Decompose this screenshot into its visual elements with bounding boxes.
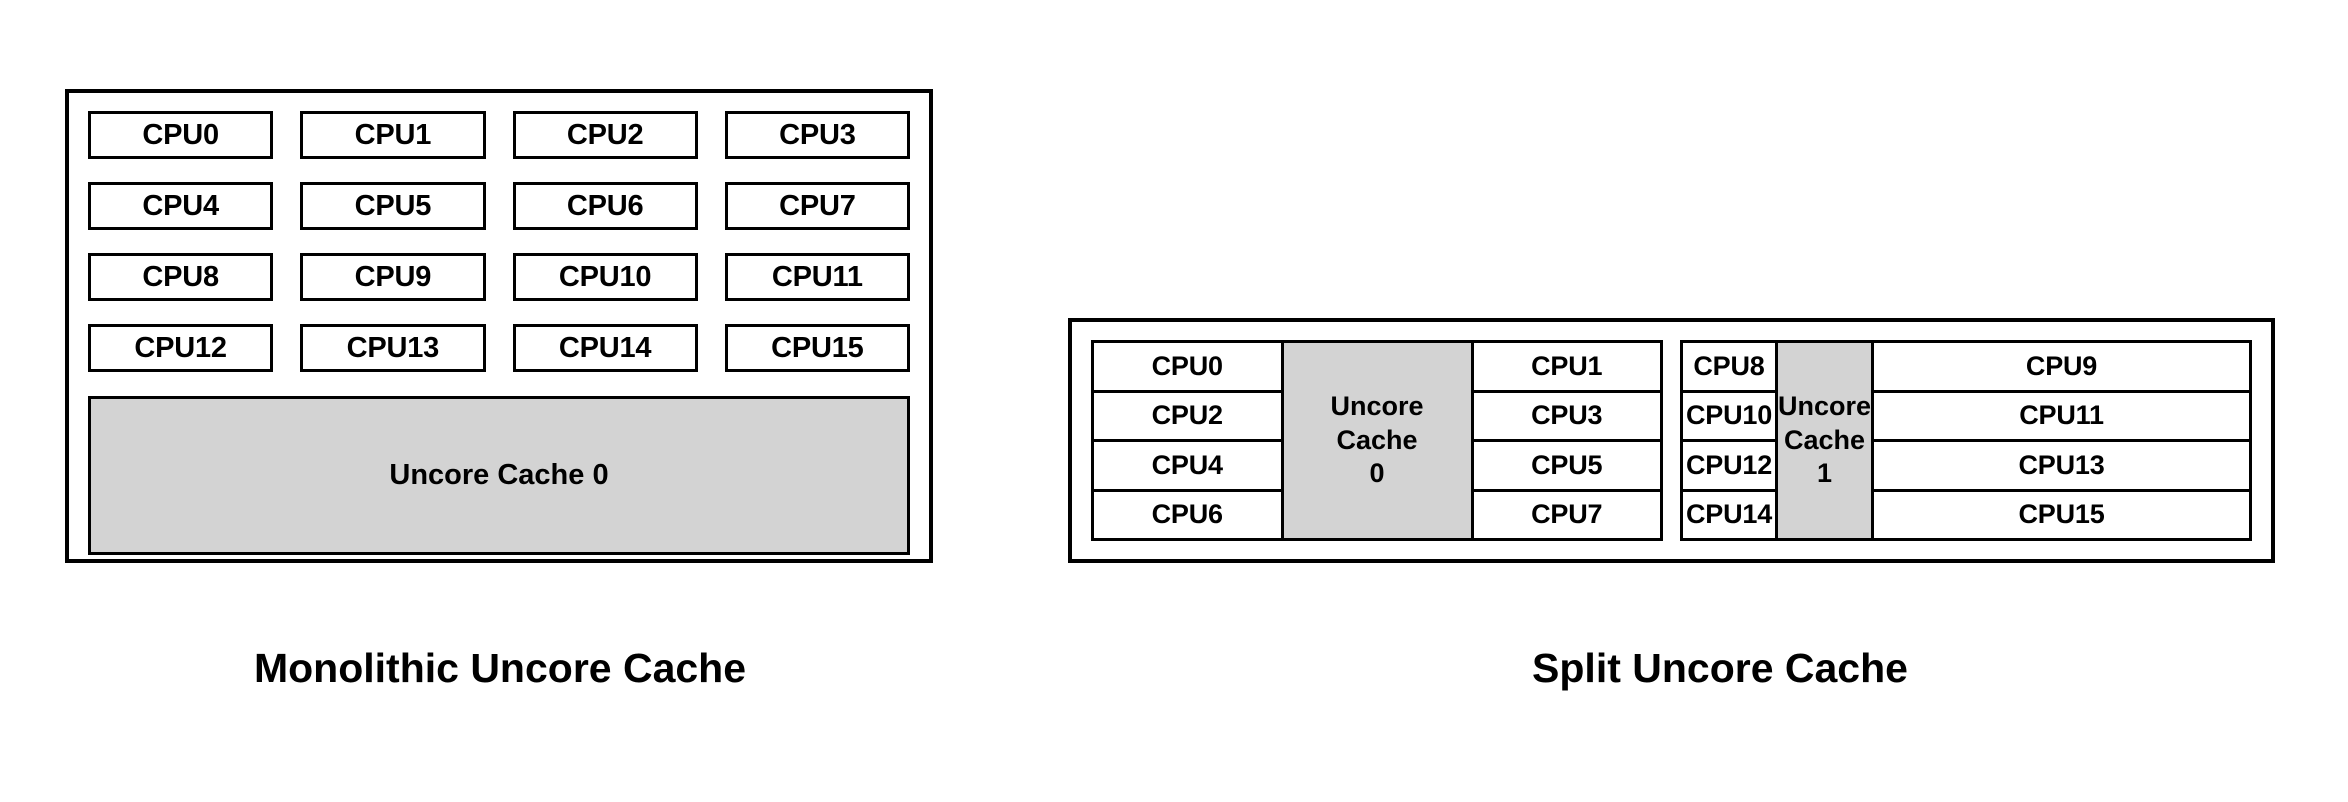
uncore-cache-label-line: Cache bbox=[1336, 424, 1418, 455]
uncore-cache-box: Uncore Cache 1 bbox=[1775, 343, 1875, 538]
cpu-box: CPU15 bbox=[724, 324, 910, 372]
monolithic-uncore-cache-diagram: CPU0 CPU1 CPU2 CPU3 CPU4 CPU5 CPU6 CPU7 … bbox=[65, 89, 933, 563]
cpu-box: CPU7 bbox=[1473, 491, 1660, 538]
uncore-cache-label-line: Uncore bbox=[1778, 391, 1872, 422]
uncore-cache-label-line: Cache bbox=[1783, 424, 1866, 455]
cpu-box: CPU2 bbox=[1094, 392, 1281, 442]
uncore-cache-box: Uncore Cache 0 bbox=[88, 396, 910, 555]
cpu-box: CPU10 bbox=[512, 253, 698, 301]
cpu-box: CPU0 bbox=[88, 111, 274, 159]
cpu-box: CPU11 bbox=[724, 253, 910, 301]
cpu-box: CPU12 bbox=[88, 324, 274, 372]
cpu-box: CPU6 bbox=[512, 182, 698, 230]
cpu-box: CPU15 bbox=[1874, 491, 2249, 538]
cpu-box: CPU5 bbox=[300, 182, 486, 230]
cpu-box: CPU3 bbox=[724, 111, 910, 159]
cpu-box: CPU3 bbox=[1473, 392, 1660, 442]
cpu-box: CPU0 bbox=[1094, 343, 1281, 393]
uncore-cache-label-line: Uncore bbox=[1330, 391, 1424, 422]
cpu-box: CPU10 bbox=[1683, 392, 1775, 442]
cpu-box: CPU6 bbox=[1094, 491, 1281, 538]
cpu-box: CPU5 bbox=[1473, 442, 1660, 492]
split-uncore-cache-diagram: CPU0 CPU2 CPU4 CPU6 Uncore Cache 0 CPU1 … bbox=[1068, 318, 2275, 563]
cluster-right-cpu-column: CPU1 CPU3 CPU5 CPU7 bbox=[1473, 343, 1660, 538]
cpu-box: CPU12 bbox=[1683, 442, 1775, 492]
cpu-box: CPU13 bbox=[300, 324, 486, 372]
cpu-box: CPU1 bbox=[300, 111, 486, 159]
split-diagram-caption: Split Uncore Cache bbox=[1532, 645, 1908, 691]
cluster-right-cpu-column: CPU9 CPU11 CPU13 CPU15 bbox=[1874, 343, 2249, 538]
monolithic-diagram-caption: Monolithic Uncore Cache bbox=[253, 645, 747, 691]
cpu-box: CPU14 bbox=[1683, 491, 1775, 538]
cpu-box: CPU8 bbox=[88, 253, 274, 301]
cpu-box: CPU8 bbox=[1683, 343, 1775, 393]
cluster-left-cpu-column: CPU8 CPU10 CPU12 CPU14 bbox=[1683, 343, 1775, 538]
cpu-box: CPU4 bbox=[88, 182, 274, 230]
uncore-cache-index: 1 bbox=[1817, 458, 1833, 489]
cpu-cluster: CPU0 CPU2 CPU4 CPU6 Uncore Cache 0 CPU1 … bbox=[1091, 340, 1663, 541]
cpu-box: CPU7 bbox=[724, 182, 910, 230]
uncore-cache-box: Uncore Cache 0 bbox=[1280, 343, 1474, 538]
monolithic-cpu-grid: CPU0 CPU1 CPU2 CPU3 CPU4 CPU5 CPU6 CPU7 … bbox=[88, 111, 910, 372]
cluster-left-cpu-column: CPU0 CPU2 CPU4 CPU6 bbox=[1094, 343, 1281, 538]
uncore-cache-index: 0 bbox=[1369, 458, 1385, 489]
cpu-box: CPU11 bbox=[1874, 392, 2249, 442]
cpu-box: CPU1 bbox=[1473, 343, 1660, 393]
cpu-box: CPU2 bbox=[512, 111, 698, 159]
cpu-box: CPU9 bbox=[1874, 343, 2249, 393]
cpu-cluster: CPU8 CPU10 CPU12 CPU14 Uncore Cache 1 CP… bbox=[1680, 340, 2252, 541]
cpu-box: CPU13 bbox=[1874, 442, 2249, 492]
cpu-box: CPU14 bbox=[512, 324, 698, 372]
cpu-box: CPU9 bbox=[300, 253, 486, 301]
cpu-box: CPU4 bbox=[1094, 442, 1281, 492]
